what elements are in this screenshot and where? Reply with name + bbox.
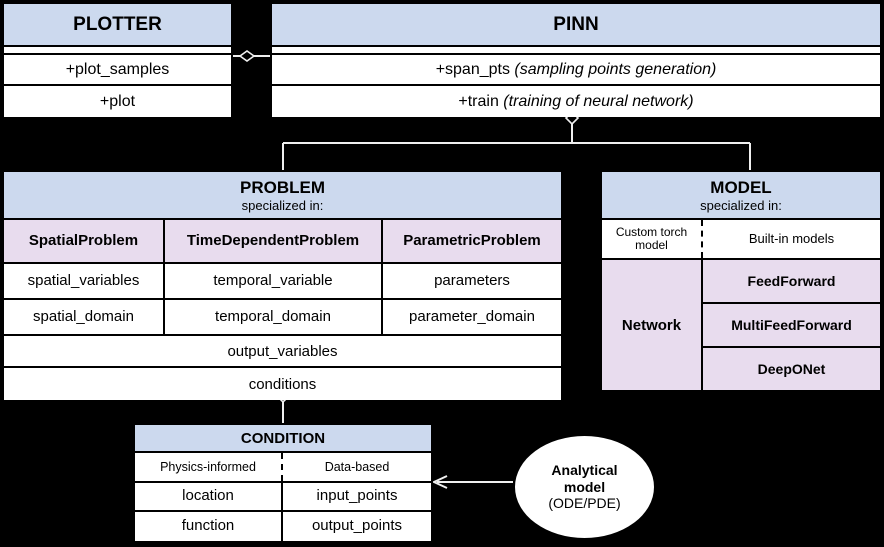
problem-header: PROBLEM specialized in: bbox=[4, 172, 561, 220]
condition-kind-physics-informed: Physics-informed bbox=[135, 453, 283, 481]
plotter-method-name: +plot_samples bbox=[65, 60, 170, 78]
plotter-method-row[interactable]: +plot bbox=[4, 86, 231, 117]
condition-kind-data-based: Data-based bbox=[283, 453, 431, 481]
problem-attr-cell: parameters bbox=[434, 271, 510, 289]
problem-attr-cell: temporal_variable bbox=[165, 264, 383, 298]
pinn-method-row[interactable]: +train (training of neural network) bbox=[272, 86, 880, 117]
analytical-model-line3: (ODE/PDE) bbox=[548, 495, 621, 512]
analytical-model-line2: model bbox=[563, 478, 606, 495]
model-builtin-list: FeedForward MultiFeedForward DeepONet bbox=[703, 260, 880, 390]
model-kind-row: Custom torch model Built-in models bbox=[602, 220, 880, 260]
condition-title: CONDITION bbox=[240, 429, 326, 447]
condition-header: CONDITION bbox=[135, 425, 431, 453]
model-builtin-multifeedforward[interactable]: MultiFeedForward bbox=[703, 304, 880, 348]
diamond-plotter-pinn bbox=[238, 50, 256, 62]
model-body: Network FeedForward MultiFeedForward Dee… bbox=[602, 260, 880, 390]
problem-attr-cell: parameter_domain bbox=[409, 307, 535, 325]
plotter-attributes-compartment bbox=[4, 47, 231, 55]
pinn-method-note: (sampling points generation) bbox=[514, 60, 717, 78]
condition-attribute-row: function output_points bbox=[135, 512, 431, 541]
class-box-condition[interactable]: CONDITION Physics-informed Data-based lo… bbox=[133, 423, 433, 543]
model-network-cell[interactable]: Network bbox=[602, 260, 703, 390]
condition-attribute-row: location input_points bbox=[135, 483, 431, 512]
model-builtin-feedforward[interactable]: FeedForward bbox=[703, 260, 880, 304]
condition-attr-cell: output_points bbox=[311, 517, 403, 535]
class-box-problem[interactable]: PROBLEM specialized in: SpatialProblem T… bbox=[2, 170, 563, 400]
pinn-method-row[interactable]: +span_pts (sampling points generation) bbox=[272, 55, 880, 86]
problem-attribute-row: spatial_domain temporal_domain parameter… bbox=[4, 300, 561, 336]
pinn-title: PINN bbox=[553, 13, 599, 35]
problem-attr-cell: spatial_domain bbox=[4, 300, 165, 334]
model-kind-custom-torch: Custom torch model bbox=[602, 220, 703, 258]
analytical-model-line1: Analytical bbox=[551, 461, 618, 478]
model-builtin-deeponet[interactable]: DeepONet bbox=[703, 348, 880, 390]
condition-attr-cell: location bbox=[135, 483, 283, 510]
problem-subclass-spatial[interactable]: SpatialProblem bbox=[4, 220, 165, 262]
problem-subclass-parametric[interactable]: ParametricProblem bbox=[383, 220, 561, 262]
problem-subtitle: specialized in: bbox=[241, 197, 324, 213]
plotter-method-row[interactable]: +plot_samples bbox=[4, 55, 231, 86]
pinn-attributes-compartment bbox=[272, 47, 880, 55]
pinn-method-name: +train bbox=[458, 92, 499, 110]
problem-subclass-row: SpatialProblem TimeDependentProblem Para… bbox=[4, 220, 561, 264]
problem-title: PROBLEM bbox=[240, 177, 325, 197]
problem-attr-cell: spatial_variables bbox=[4, 264, 165, 298]
pinn-header: PINN bbox=[272, 4, 880, 47]
model-kind-builtin: Built-in models bbox=[703, 220, 880, 258]
class-box-pinn[interactable]: PINN +span_pts (sampling points generati… bbox=[270, 2, 882, 117]
problem-attr-cell: temporal_domain bbox=[165, 300, 383, 334]
model-header: MODEL specialized in: bbox=[602, 172, 880, 220]
problem-shared-attribute-row: conditions bbox=[4, 368, 561, 400]
pinn-method-name: +span_pts bbox=[435, 60, 510, 78]
plotter-method-name: +plot bbox=[99, 92, 136, 110]
class-box-plotter[interactable]: PLOTTER +plot_samples +plot bbox=[2, 2, 233, 117]
condition-attr-cell: input_points bbox=[316, 487, 398, 505]
condition-kind-row: Physics-informed Data-based bbox=[135, 453, 431, 483]
plotter-header: PLOTTER bbox=[4, 4, 231, 47]
pinn-method-note: (training of neural network) bbox=[503, 92, 694, 110]
problem-subclass-timedependent[interactable]: TimeDependentProblem bbox=[165, 220, 383, 262]
analytical-model-ellipse[interactable]: Analytical model (ODE/PDE) bbox=[513, 434, 656, 540]
plotter-title: PLOTTER bbox=[73, 13, 162, 35]
problem-shared-attribute-row: output_variables bbox=[4, 336, 561, 368]
arrowhead-analytical-condition bbox=[431, 475, 448, 489]
class-box-model[interactable]: MODEL specialized in: Custom torch model… bbox=[600, 170, 882, 392]
problem-attribute-row: spatial_variables temporal_variable para… bbox=[4, 264, 561, 300]
condition-attr-cell: function bbox=[135, 512, 283, 541]
model-subtitle: specialized in: bbox=[700, 197, 782, 213]
model-title: MODEL bbox=[710, 177, 772, 197]
